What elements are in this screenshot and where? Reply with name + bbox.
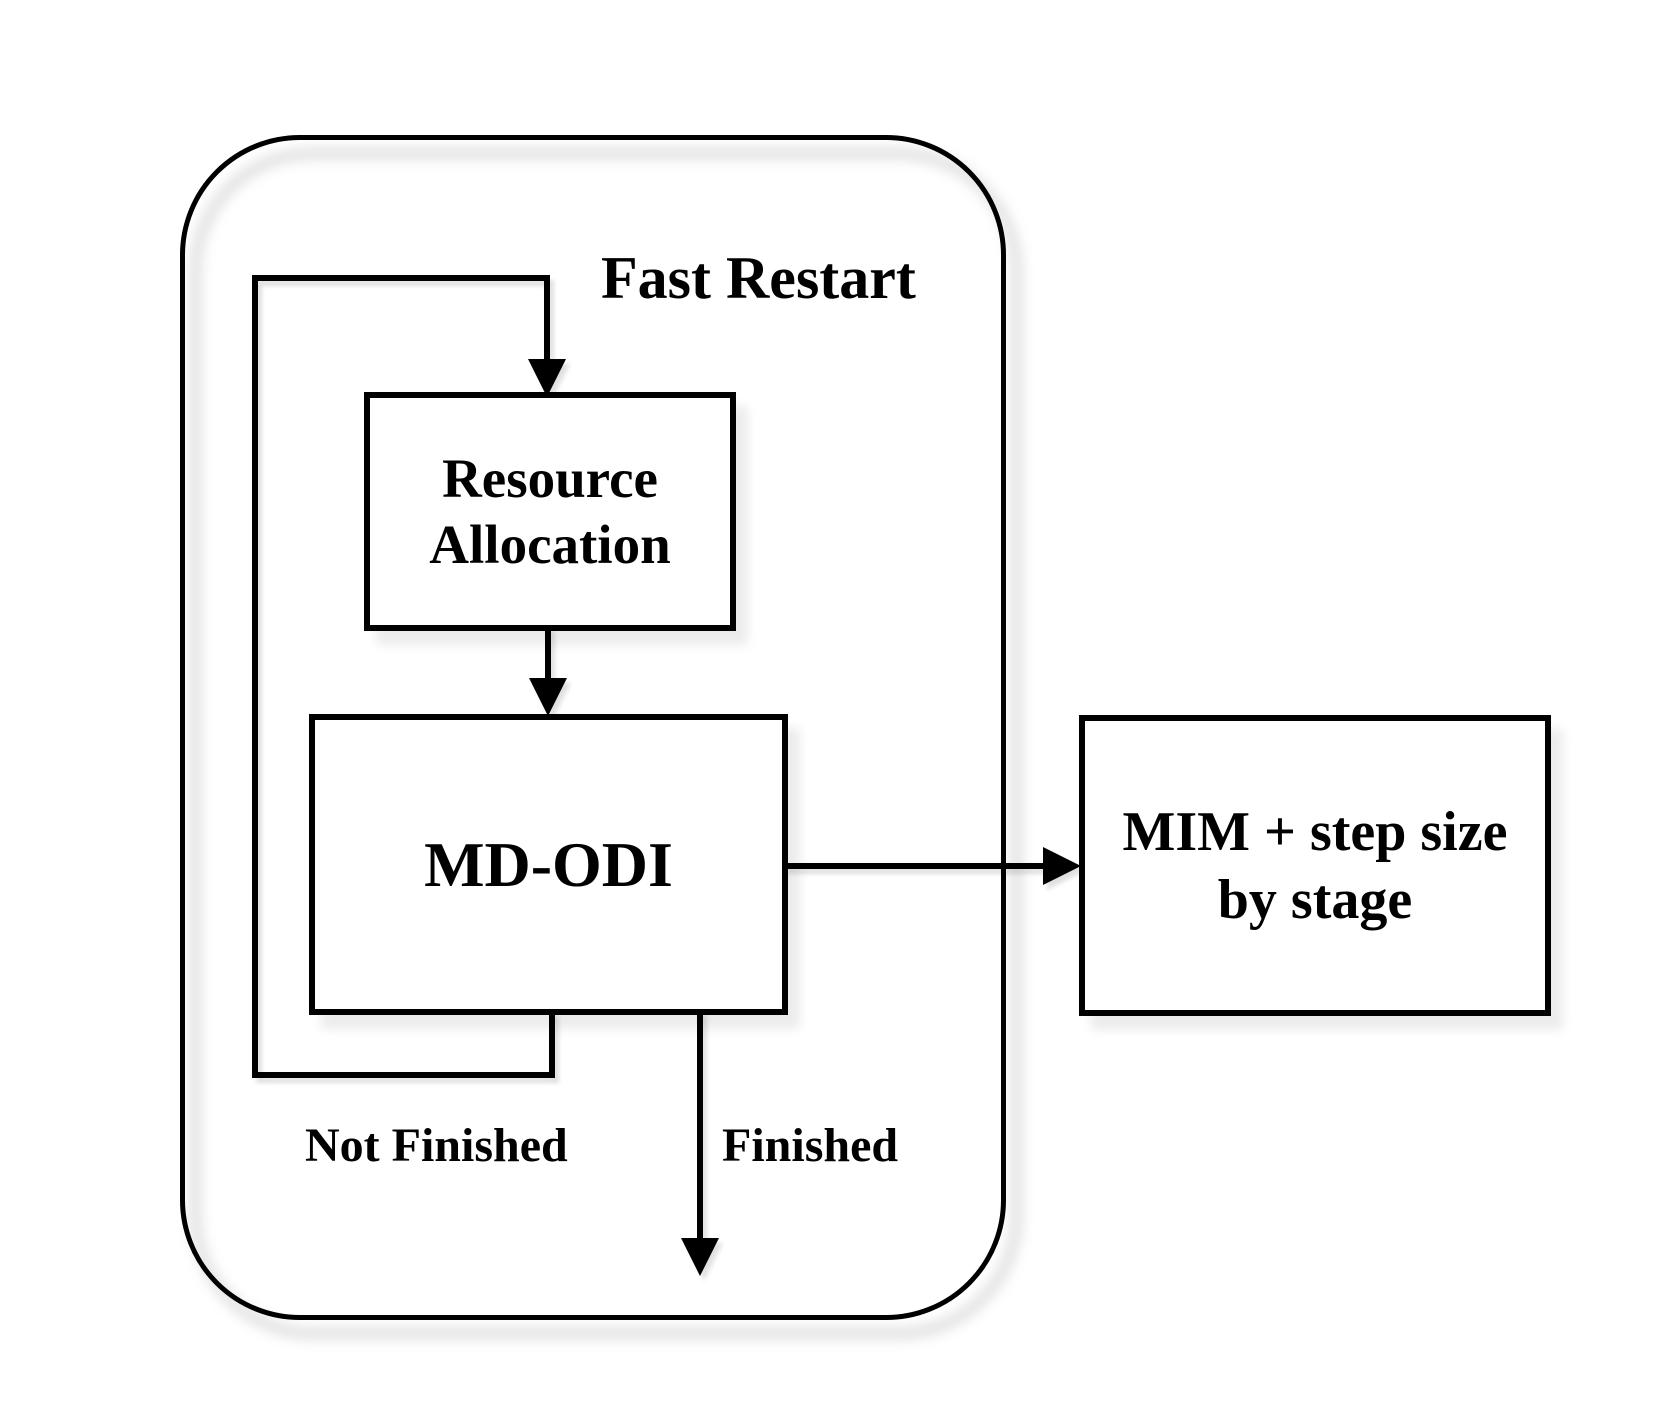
mim-label-line2: by stage — [1217, 868, 1413, 931]
md-odi-label: MD-ODI — [424, 828, 673, 900]
fast-restart-container — [180, 135, 1006, 1320]
loop-left-vertical-line — [252, 275, 258, 1078]
md-odi-box: MD-ODI — [309, 714, 788, 1015]
mim-step-size-box: MIM + step size by stage — [1079, 715, 1551, 1016]
mdodi-to-mim-line — [783, 863, 1045, 869]
resource-allocation-box: Resource Allocation — [364, 392, 736, 631]
ra-to-mdodi-line — [545, 626, 551, 684]
loop-entry-vertical-line — [544, 275, 550, 365]
fast-restart-title: Fast Restart — [601, 245, 916, 311]
not-finished-edge-label: Not Finished — [305, 1119, 568, 1172]
mdodi-to-mim-arrowhead-icon — [1043, 847, 1081, 885]
loop-exit-vertical-line — [549, 1012, 555, 1078]
ra-to-mdodi-arrowhead-icon — [529, 678, 567, 716]
finished-exit-arrowhead-icon — [681, 1238, 719, 1276]
resource-allocation-label-line2: Allocation — [429, 513, 671, 575]
loop-bottom-horizontal-line — [252, 1072, 555, 1078]
mim-label-line1: MIM + step size — [1122, 800, 1508, 863]
loop-entry-arrowhead-icon — [528, 359, 566, 397]
resource-allocation-label-line1: Resource — [442, 447, 658, 509]
finished-edge-label: Finished — [722, 1119, 899, 1172]
loop-top-horizontal-line — [252, 275, 550, 281]
finished-exit-line — [697, 1010, 703, 1240]
